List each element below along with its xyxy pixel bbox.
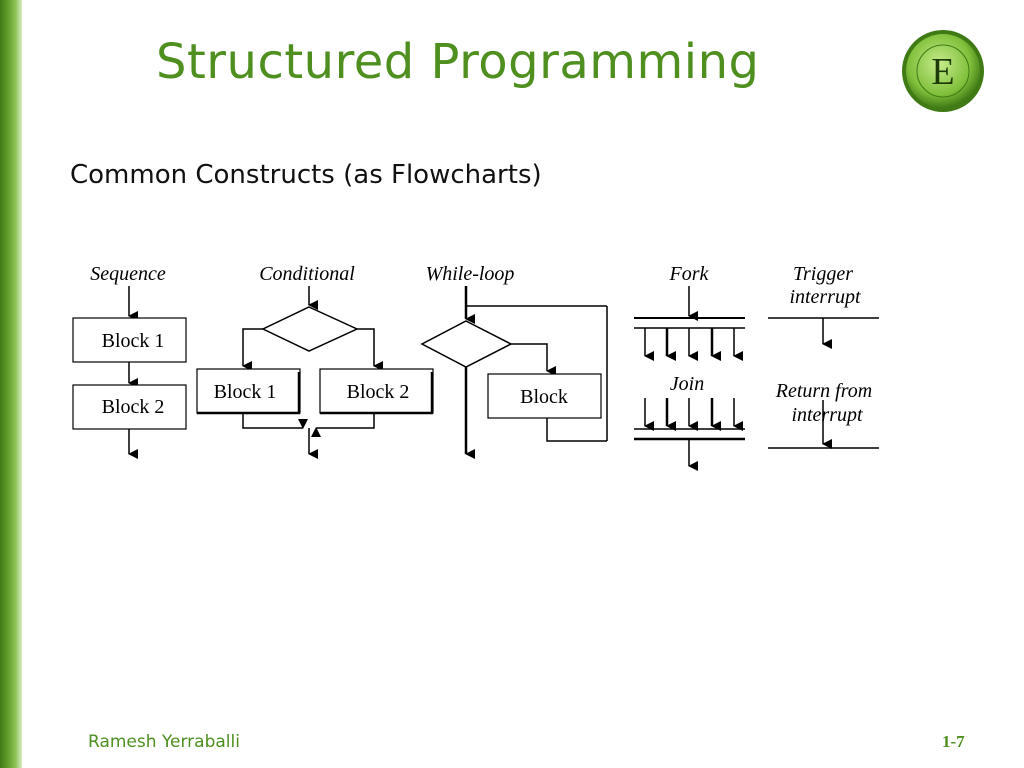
- conditional-block-2-label: Block 2: [347, 381, 410, 403]
- trigger-interrupt-construct: Trigger interrupt: [768, 263, 879, 349]
- return-interrupt-label-line2: interrupt: [791, 404, 863, 426]
- while-loop-construct: While-loop Block: [420, 263, 608, 459]
- conditional-label: Conditional: [259, 263, 355, 285]
- logo-letter: E: [931, 51, 954, 93]
- fork-label: Fork: [669, 263, 710, 285]
- slide-title: Structured Programming: [156, 34, 760, 90]
- footer-page-number: 1-7: [942, 732, 965, 751]
- sequence-construct: Sequence Block 1 Block 2: [72, 263, 187, 459]
- trigger-interrupt-label-line1: Trigger: [793, 263, 853, 285]
- while-loop-decision-diamond: [420, 320, 513, 368]
- return-interrupt-label-line1: Return from: [775, 380, 872, 402]
- sequence-block-1-label: Block 1: [102, 330, 165, 352]
- join-construct: Join: [634, 373, 745, 471]
- footer-author: Ramesh Yerraballi: [88, 732, 240, 752]
- fork-construct: Fork: [634, 263, 745, 361]
- sequence-label: Sequence: [90, 263, 166, 285]
- join-label: Join: [670, 373, 704, 395]
- texas-e-seal-icon: E: [902, 30, 984, 112]
- slide-subtitle: Common Constructs (as Flowcharts): [70, 160, 542, 190]
- sequence-block-2-label: Block 2: [102, 396, 165, 418]
- while-loop-block: [487, 373, 602, 419]
- while-loop-block-label: Block: [520, 386, 568, 408]
- sequence-block-1: [72, 317, 187, 363]
- conditional-block-1-label: Block 1: [214, 381, 277, 403]
- conditional-decision-diamond: [261, 306, 359, 352]
- while-loop-label: While-loop: [426, 263, 515, 285]
- left-accent-bar: [0, 0, 22, 768]
- return-interrupt-construct: Return from interrupt: [768, 380, 879, 449]
- conditional-construct: Conditional Block 1 Block 2: [196, 263, 434, 459]
- trigger-interrupt-label-line2: interrupt: [789, 286, 861, 308]
